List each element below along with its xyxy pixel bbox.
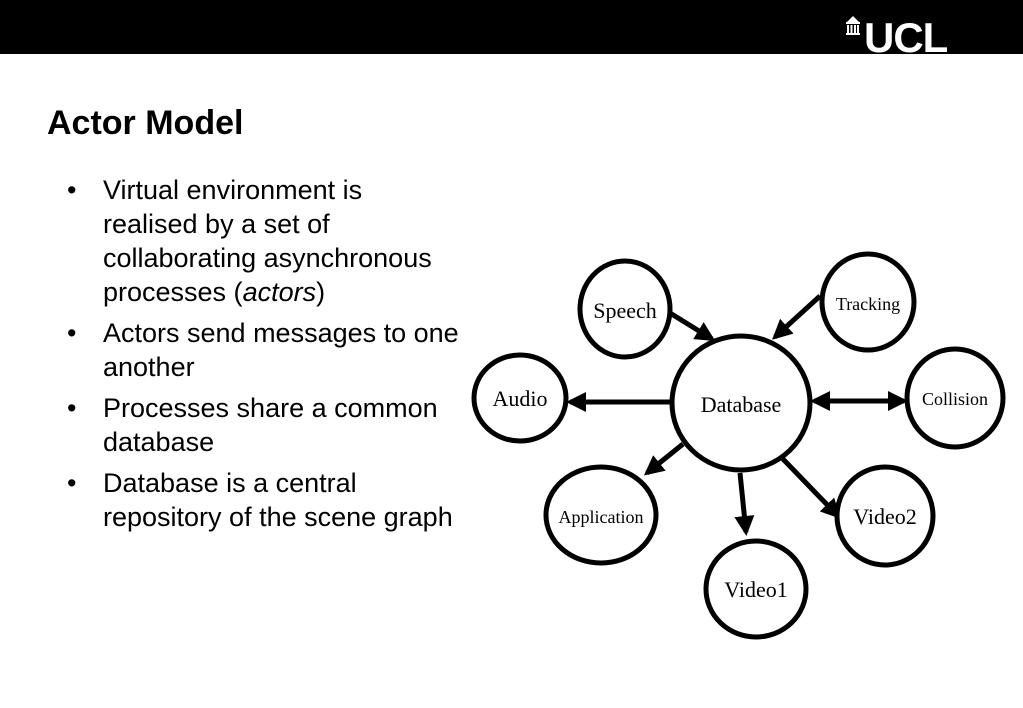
diagram-edges (566, 294, 908, 536)
slide-title: Actor Model (47, 104, 244, 142)
node-tracking (819, 251, 917, 353)
ucl-logo-text: UCL (864, 14, 948, 54)
bullet-text: Processes share a common database (103, 393, 438, 457)
edge-tracking-to-database (772, 294, 822, 340)
node-speech (577, 258, 673, 360)
bullet-text: Database is a central repository of the … (103, 468, 453, 532)
bullet-text: Actors send messages to one another (103, 318, 459, 382)
diagram-nodes (471, 251, 1006, 640)
portico-icon (846, 16, 860, 35)
node-video2 (834, 464, 936, 568)
bullet-dot: • (67, 175, 77, 205)
node-label-audio: Audio (493, 386, 548, 411)
node-application (543, 464, 659, 566)
bullet-item: • Processes share a common database (64, 391, 464, 459)
edge-database-to-application (643, 442, 685, 476)
bullet-item: • Database is a central repository of the… (64, 466, 464, 534)
node-database (669, 333, 813, 473)
node-audio (471, 352, 569, 444)
diagram-labels: Database Speech Tracking Audio Collision… (493, 294, 989, 602)
bullet-item: • Actors send messages to one another (64, 316, 464, 384)
node-label-speech: Speech (593, 298, 657, 323)
bullet-list: • Virtual environment is realised by a se… (64, 173, 464, 541)
edge-database-to-video2 (780, 456, 841, 519)
bullet-item: • Virtual environment is realised by a se… (64, 173, 464, 309)
edge-database-to-video1 (734, 472, 755, 536)
bullet-dot: • (67, 318, 77, 348)
bullet-dot: • (67, 393, 77, 423)
node-label-video1: Video1 (724, 577, 787, 602)
node-collision (904, 346, 1006, 450)
bullet-text: Virtual environment is realised by a set… (103, 175, 432, 307)
node-label-collision: Collision (922, 389, 988, 409)
node-label-tracking: Tracking (836, 294, 900, 314)
ucl-logo: UCL (842, 12, 992, 54)
node-label-application: Application (559, 507, 644, 527)
bullet-text-tail: ) (316, 277, 326, 307)
edge-speech-to-database (668, 310, 716, 342)
bullet-dot: • (67, 468, 77, 498)
node-label-database: Database (701, 392, 782, 417)
bullet-emphasis: actors (242, 277, 317, 307)
node-video1 (703, 538, 809, 640)
node-label-video2: Video2 (853, 504, 916, 529)
